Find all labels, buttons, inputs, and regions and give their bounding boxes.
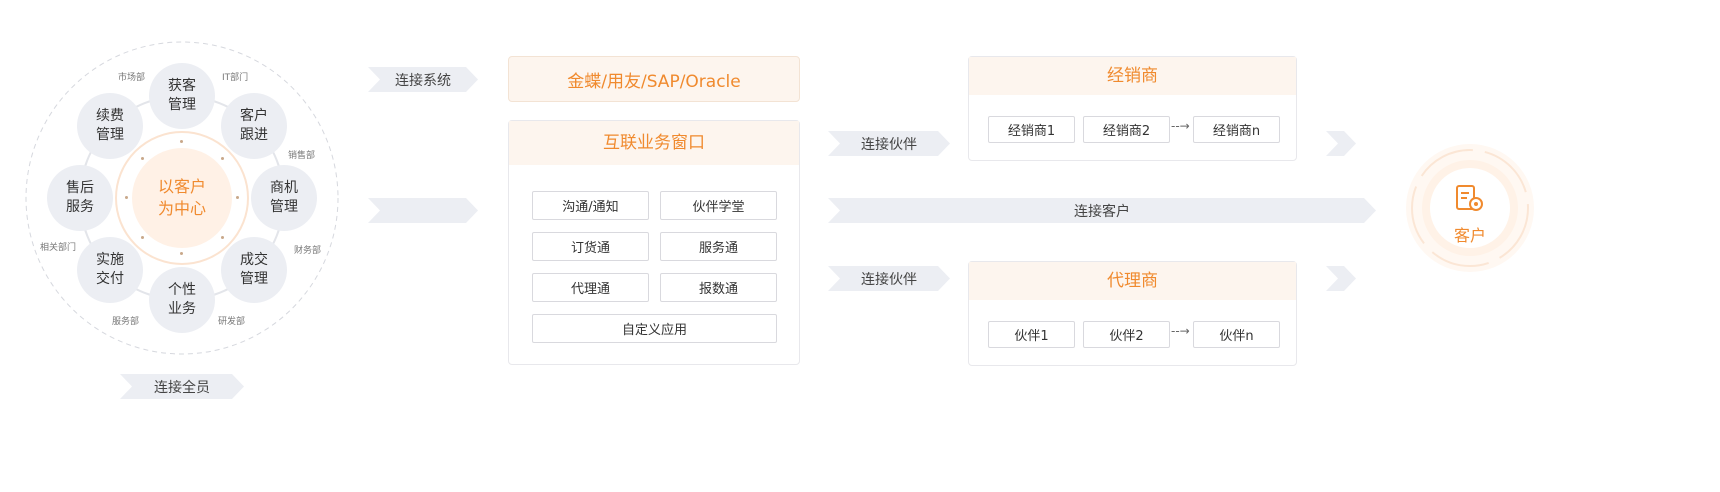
customer-label: 客户 bbox=[1453, 226, 1486, 245]
customer-centric-wheel: 以客户为中心 获客管理 客户跟进 商机管理 成交管理 个性业务 实施交付 售后服… bbox=[22, 38, 342, 358]
dealer-panel: 经销商 经销商1 经销商2 --→ 经销商n bbox=[968, 56, 1297, 161]
app-agency: 代理通 bbox=[532, 273, 649, 302]
app-ordering: 订货通 bbox=[532, 232, 649, 261]
dept-marketing: 市场部 bbox=[118, 73, 146, 83]
app-partner-academy: 伙伴学堂 bbox=[660, 191, 777, 220]
business-window-panel: 互联业务窗口 沟通/通知 伙伴学堂 订货通 服务通 代理通 报数通 自定义应用 bbox=[508, 120, 800, 365]
node-custom-business-label: 个性业务 bbox=[168, 282, 196, 317]
app-custom: 自定义应用 bbox=[532, 314, 777, 343]
connect-partner-bottom-label: 连接伙伴 bbox=[828, 266, 950, 291]
agent-partner-n: 伙伴n bbox=[1193, 321, 1280, 348]
dealer-1: 经销商1 bbox=[988, 116, 1075, 143]
node-opportunity: 商机管理 bbox=[251, 165, 317, 231]
agent-partner-2: 伙伴2 bbox=[1083, 321, 1170, 348]
node-acquire-label: 获客管理 bbox=[168, 78, 196, 113]
node-custom-business: 个性业务 bbox=[149, 267, 215, 333]
dept-finance: 财务部 bbox=[294, 246, 322, 256]
connect-customer-label: 连接客户 bbox=[828, 198, 1376, 223]
agent-title: 代理商 bbox=[969, 262, 1296, 300]
dealer-2: 经销商2 bbox=[1083, 116, 1170, 143]
dashed-arrow-icon: --→ bbox=[1171, 119, 1190, 133]
node-renewal: 续费管理 bbox=[77, 93, 143, 159]
node-acquire: 获客管理 bbox=[149, 63, 215, 129]
customer-node: 客户 bbox=[1404, 142, 1536, 274]
agent-to-customer-arrow bbox=[1326, 266, 1356, 291]
center-line-1: 以客户 bbox=[157, 177, 206, 196]
node-renewal-label: 续费管理 bbox=[96, 108, 124, 143]
connect-customer-text: 连接客户 bbox=[1074, 203, 1130, 220]
connect-system-text: 连接系统 bbox=[395, 72, 451, 89]
connect-all-staff-label: 连接全员 bbox=[120, 374, 244, 399]
app-service: 服务通 bbox=[660, 232, 777, 261]
node-delivery-label: 实施交付 bbox=[96, 252, 124, 287]
connect-system-label: 连接系统 bbox=[368, 67, 478, 92]
agent-panel: 代理商 伙伴1 伙伴2 --→ 伙伴n bbox=[968, 261, 1297, 366]
dealer-n: 经销商n bbox=[1193, 116, 1280, 143]
connect-partner-bottom-text: 连接伙伴 bbox=[861, 271, 917, 288]
connect-partner-top-text: 连接伙伴 bbox=[861, 136, 917, 153]
erp-systems: 金蝶/用友/SAP/Oracle bbox=[567, 71, 741, 92]
node-delivery: 实施交付 bbox=[77, 237, 143, 303]
erp-panel: 金蝶/用友/SAP/Oracle bbox=[508, 56, 800, 102]
node-after-sales-label: 售后服务 bbox=[66, 180, 94, 215]
node-opportunity-label: 商机管理 bbox=[270, 180, 298, 215]
connect-all-staff-text: 连接全员 bbox=[154, 379, 210, 396]
document-gear-icon bbox=[1456, 185, 1483, 211]
node-after-sales: 售后服务 bbox=[47, 165, 113, 231]
node-follow-up: 客户跟进 bbox=[221, 93, 287, 159]
connect-partner-top-label: 连接伙伴 bbox=[828, 131, 950, 156]
app-reporting: 报数通 bbox=[660, 273, 777, 302]
center-line-2: 为中心 bbox=[157, 199, 206, 218]
node-deal: 成交管理 bbox=[221, 237, 287, 303]
dealer-to-customer-arrow bbox=[1326, 131, 1356, 156]
agent-partner-1: 伙伴1 bbox=[988, 321, 1075, 348]
center-hub: 以客户为中心 bbox=[132, 148, 232, 248]
connect-arrow-plain bbox=[368, 198, 478, 223]
node-follow-up-label: 客户跟进 bbox=[240, 108, 268, 143]
dealer-title: 经销商 bbox=[969, 57, 1296, 95]
dept-sales: 销售部 bbox=[288, 151, 316, 161]
dept-related: 相关部门 bbox=[40, 243, 77, 253]
dept-it: IT部门 bbox=[222, 73, 249, 83]
dept-service: 服务部 bbox=[112, 317, 140, 327]
app-communication: 沟通/通知 bbox=[532, 191, 649, 220]
dept-rd: 研发部 bbox=[218, 317, 246, 327]
dashed-arrow-icon: --→ bbox=[1171, 324, 1190, 338]
business-window-title: 互联业务窗口 bbox=[509, 121, 799, 165]
node-deal-label: 成交管理 bbox=[240, 252, 268, 287]
